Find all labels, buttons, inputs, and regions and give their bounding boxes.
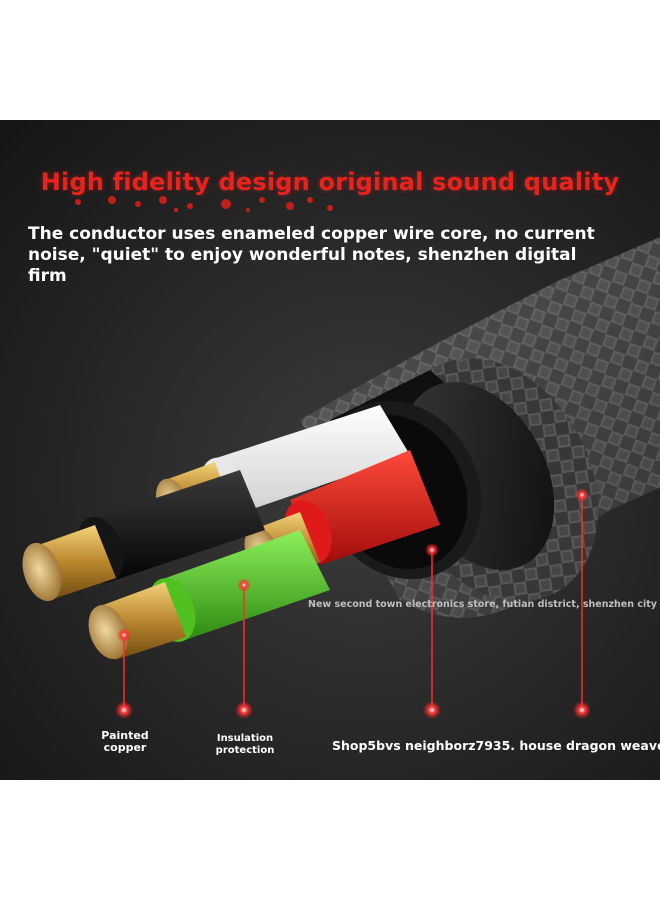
- cable-cross-section-illustration: [22, 196, 660, 719]
- callout-markers: [123, 495, 583, 710]
- label-insulation-line1: Insulation: [216, 733, 274, 744]
- label-painted-copper-line1: Painted: [101, 729, 149, 742]
- black-wire: [22, 470, 265, 602]
- splash-decoration: [75, 196, 333, 212]
- label-painted-copper: Painted copper: [90, 730, 160, 754]
- label-braid: Shop5bvs neighborz7935. house dragon wea…: [332, 738, 660, 753]
- product-image: High fidelity design original sound qual…: [0, 120, 660, 780]
- marker-dots: [115, 488, 591, 719]
- label-insulation: Insulation protection: [205, 733, 285, 757]
- headline: High fidelity design original sound qual…: [40, 168, 620, 196]
- label-painted-copper-line2: copper: [103, 741, 147, 754]
- description-text: The conductor uses enameled copper wire …: [28, 224, 595, 286]
- store-address: New second town electronics store, futia…: [308, 599, 657, 610]
- label-insulation-line2: protection: [215, 745, 275, 756]
